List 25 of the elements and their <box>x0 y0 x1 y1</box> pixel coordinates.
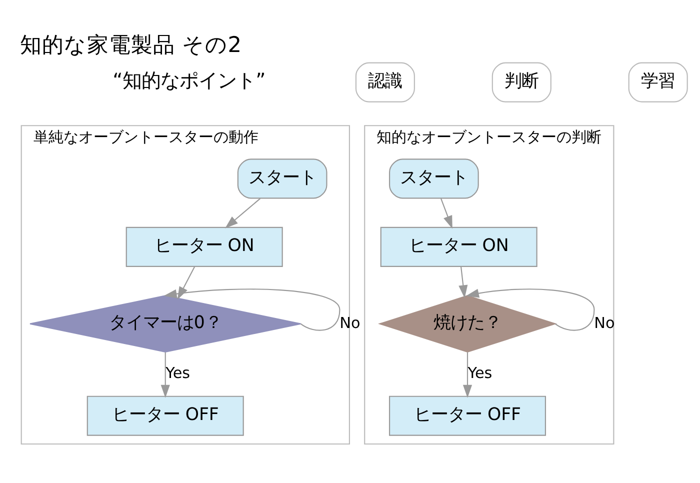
node-box: スタート <box>388 158 479 199</box>
node-box: 判断 <box>492 62 552 102</box>
node-box: ヒーター ON <box>126 226 283 267</box>
edge-label: Yes <box>166 364 190 382</box>
node-box: ヒーター ON <box>380 226 538 267</box>
arrow <box>440 198 452 229</box>
node-box: スタート <box>237 158 328 199</box>
arrow <box>160 352 170 398</box>
node-box: 学習 <box>628 62 688 102</box>
edge-label: No <box>594 314 615 332</box>
arrow <box>164 288 340 331</box>
label: “知的なポイント” <box>112 69 266 92</box>
diagram-title: 知的な家電製品 その2 <box>20 32 242 58</box>
node-box: ヒーター OFF <box>388 396 546 436</box>
arrow <box>458 266 468 298</box>
node-diamond: タイマーは0？ <box>29 295 302 352</box>
arrow <box>225 198 261 228</box>
node-box: ヒーター OFF <box>86 396 244 436</box>
arrow <box>466 288 595 331</box>
arrow <box>177 266 196 300</box>
arrow <box>462 352 472 398</box>
node-box: 認識 <box>355 62 415 102</box>
edge-label: No <box>340 314 360 332</box>
node-diamond: 焼けた？ <box>378 295 557 353</box>
edge-label: Yes <box>468 364 492 382</box>
